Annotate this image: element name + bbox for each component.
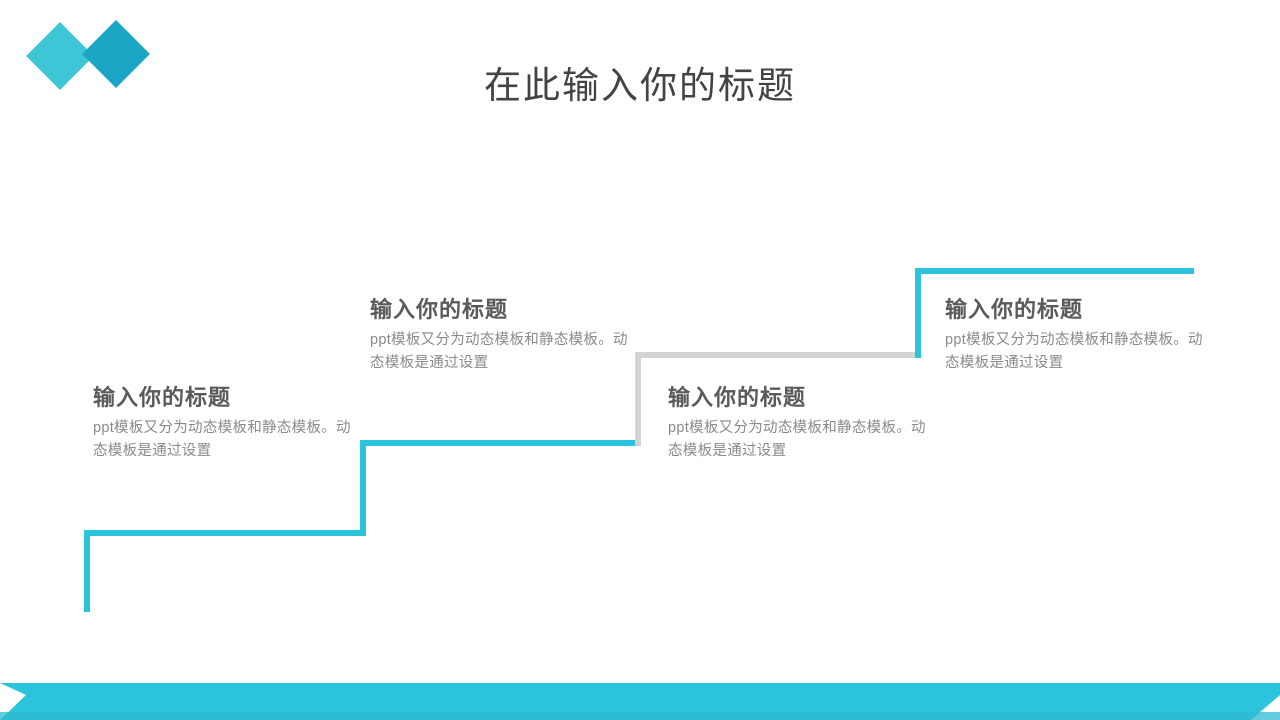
- step-2-heading: 输入你的标题: [370, 297, 509, 322]
- step-1-heading: 输入你的标题: [93, 385, 232, 410]
- page-title: 在此输入你的标题: [484, 66, 796, 107]
- step-1-horizontal-line: [84, 530, 365, 536]
- step-2-vertical-line: [360, 440, 366, 536]
- step-4-body: ppt模板又分为动态模板和静态模板。动态模板是通过设置: [945, 332, 1203, 371]
- step-3-body: ppt模板又分为动态模板和静态模板。动态模板是通过设置: [668, 420, 926, 459]
- step-2-text-block: 输入你的标题 ppt模板又分为动态模板和静态模板。动态模板是通过设置: [370, 297, 630, 375]
- step-3-heading: 输入你的标题: [668, 385, 807, 410]
- step-2-body: ppt模板又分为动态模板和静态模板。动态模板是通过设置: [370, 332, 628, 371]
- step-2-horizontal-line: [360, 440, 641, 446]
- step-4-horizontal-line: [915, 268, 1194, 274]
- footer-ribbon-shade: [0, 712, 1280, 720]
- step-1-text-block: 输入你的标题 ppt模板又分为动态模板和静态模板。动态模板是通过设置: [93, 385, 353, 463]
- step-3-text-block: 输入你的标题 ppt模板又分为动态模板和静态模板。动态模板是通过设置: [668, 385, 928, 463]
- step-4-heading: 输入你的标题: [945, 297, 1084, 322]
- step-3-vertical-line: [635, 352, 641, 446]
- step-4-text-block: 输入你的标题 ppt模板又分为动态模板和静态模板。动态模板是通过设置: [945, 297, 1205, 375]
- step-1-body: ppt模板又分为动态模板和静态模板。动态模板是通过设置: [93, 420, 351, 459]
- step-3-horizontal-line: [635, 352, 921, 358]
- step-1-vertical-line: [84, 530, 90, 612]
- step-4-vertical-line: [915, 268, 921, 358]
